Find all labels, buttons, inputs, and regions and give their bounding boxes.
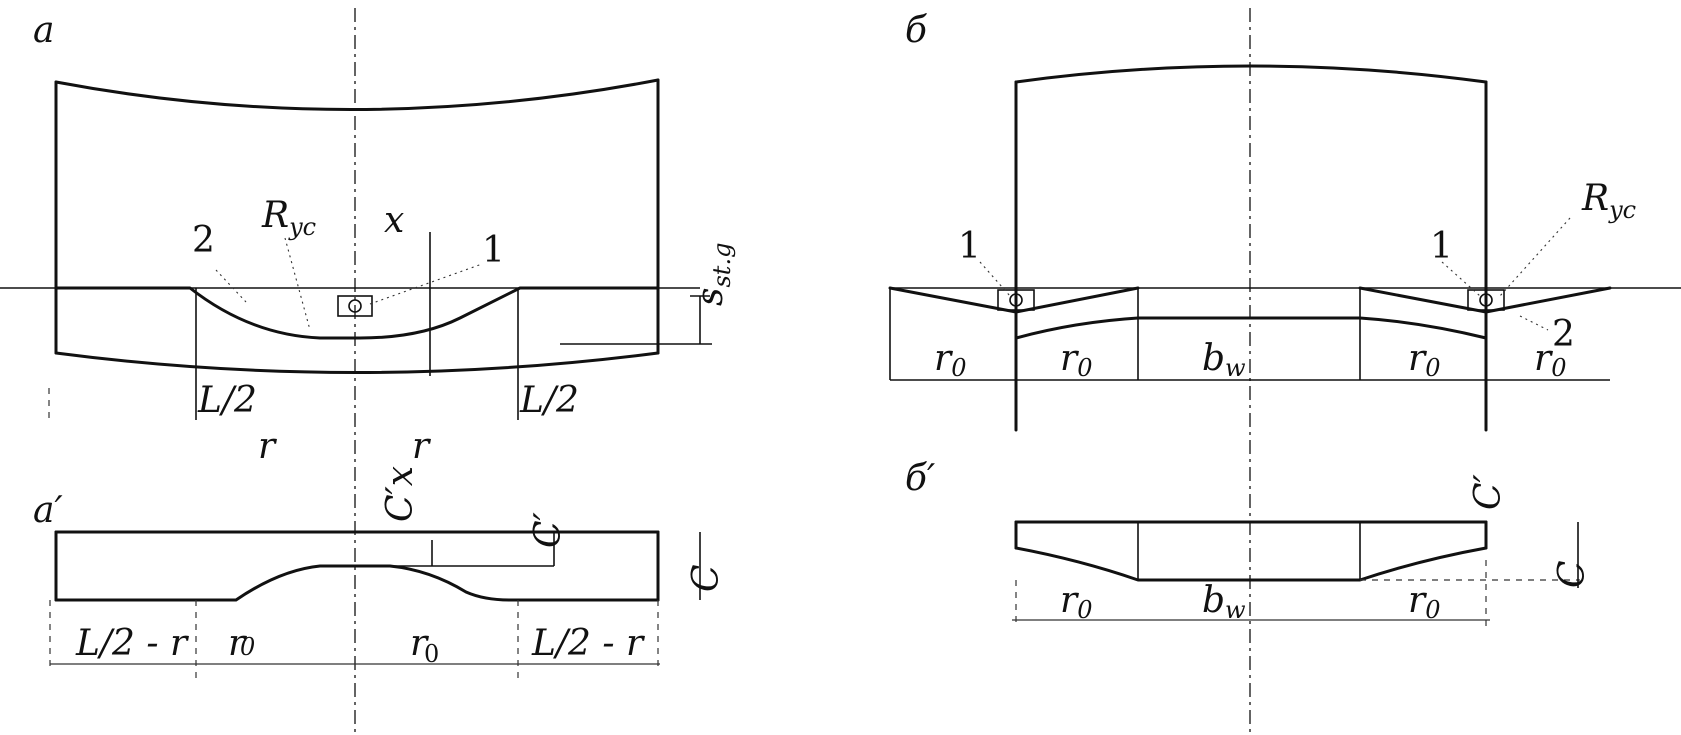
leader-2-b xyxy=(1519,315,1549,331)
panel-b: б 1 1 Ryc 2 r0 r0 bw r0 xyxy=(888,8,1681,735)
r0-r-left-aprime: r xyxy=(228,623,247,664)
panel-b-prime: б′ C′ C r0 bw r0 xyxy=(905,458,1593,628)
s-label-a: sst.g xyxy=(690,243,736,306)
panel-a: a 2 Ryc x 1 sst.g L/2 L/ xyxy=(0,8,736,735)
panel-b-prime-label: б′ xyxy=(905,458,935,499)
block-bottom-a xyxy=(54,351,660,374)
curve-left-out xyxy=(888,286,1018,314)
r0-label-b-4: r0 xyxy=(1534,338,1567,382)
bw-label-bprime: bw xyxy=(1202,580,1246,624)
gauge-circle-b-left xyxy=(1009,293,1023,307)
gauge-box-b-left xyxy=(997,289,1035,311)
lhalf-label-left: L/2 xyxy=(197,380,257,421)
building-top-b xyxy=(1014,64,1488,84)
r0-r-right-aprime: r xyxy=(410,623,429,664)
leader-R-b xyxy=(1499,217,1571,297)
callout-1-b-right: 1 xyxy=(1430,226,1453,267)
bar-profile-aprime xyxy=(54,564,660,602)
leader-1-a xyxy=(369,263,483,305)
gauge-box-a xyxy=(337,295,373,317)
leader-1-b-right xyxy=(1441,261,1481,297)
panel-b-label: б xyxy=(905,10,928,51)
r-label-right-a: r xyxy=(412,426,431,467)
curve-mid-b xyxy=(1014,316,1488,340)
lhalf-label-right: L/2 xyxy=(519,380,579,421)
gauge-box-b-right xyxy=(1467,289,1505,311)
gauge-circle-b-right xyxy=(1479,293,1493,307)
x-label-a: x xyxy=(384,200,404,241)
cprimex-label-aprime: C′x xyxy=(380,466,421,522)
r0-label-b-3: r0 xyxy=(1408,338,1441,382)
curve-right-out xyxy=(1484,286,1612,314)
r0-label-b-2: r0 xyxy=(1060,338,1093,382)
r0-sub-right-aprime: 0 xyxy=(424,640,439,668)
leader-r-a xyxy=(284,237,311,331)
panel-a-prime: a′ C′x C′ C L/2 - r 0 r r 0 L/2 - r xyxy=(33,466,727,680)
panel-a-label: a xyxy=(33,10,54,51)
r0-label-left-aprime: 0 xyxy=(240,633,255,661)
c-label-bprime: C xyxy=(1552,560,1593,588)
block-top-a xyxy=(54,78,660,111)
gauge-circle-a xyxy=(348,299,362,313)
cprime-label-aprime: C′ xyxy=(528,512,569,548)
curve-left-in xyxy=(1014,286,1140,314)
R-label-a: Ryc xyxy=(261,195,316,241)
curve-right-in xyxy=(1358,286,1488,314)
dim-label-right-aprime: L/2 - r xyxy=(531,623,645,664)
bar-profile-bprime xyxy=(1014,546,1488,582)
r0-label-bprime-2: r0 xyxy=(1408,580,1441,624)
cprime-label-bprime: C′ xyxy=(1468,474,1509,510)
c-label-aprime: C xyxy=(686,564,727,592)
settlement-curve-a xyxy=(54,286,660,340)
callout-1-b-left: 1 xyxy=(958,226,981,267)
callout-2-a: 2 xyxy=(192,220,215,261)
R-label-b: Ryc xyxy=(1581,178,1636,224)
dim-label-left-aprime: L/2 - r xyxy=(75,623,189,664)
callout-2-b: 2 xyxy=(1552,314,1575,355)
r-label-left-a: r xyxy=(258,426,277,467)
r0-label-b-1: r0 xyxy=(934,338,967,382)
leader-1-b-left xyxy=(979,261,1011,297)
r0-label-bprime-1: r0 xyxy=(1060,580,1093,624)
panel-a-prime-label: a′ xyxy=(33,490,63,531)
bw-label-b: bw xyxy=(1202,338,1246,382)
callout-1-a: 1 xyxy=(482,230,505,271)
leader-2-a xyxy=(215,269,247,303)
